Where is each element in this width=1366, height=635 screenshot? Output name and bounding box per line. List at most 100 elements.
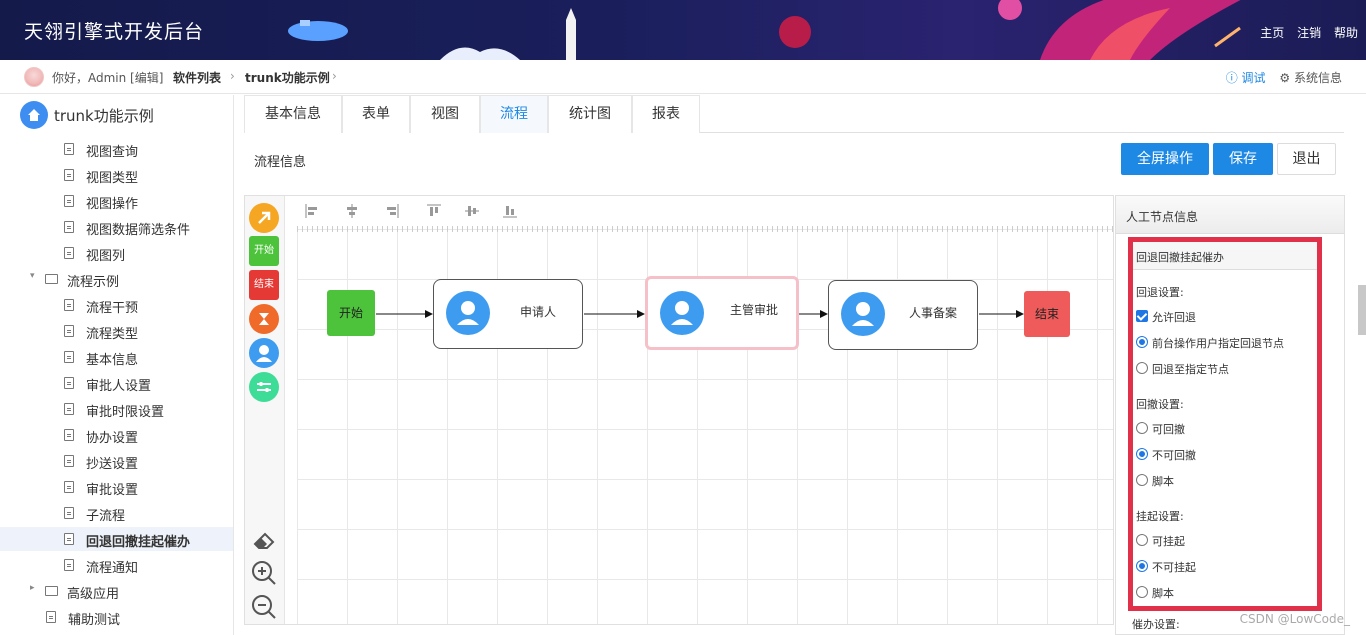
tab-stat-chart[interactable]: 统计图	[548, 95, 632, 133]
sidebar-item-label: 子流程	[86, 509, 126, 524]
debug-link[interactable]: ⓘ 调试	[1225, 71, 1266, 85]
flow-start-node[interactable]: 开始	[327, 290, 375, 336]
sidebar-item[interactable]: 基本信息	[0, 345, 233, 369]
user-avatar-icon	[660, 291, 704, 335]
exit-button[interactable]: 退出	[1277, 143, 1336, 175]
align-center-icon[interactable]	[345, 204, 359, 218]
end-node-tool[interactable]: 结束	[249, 270, 279, 300]
arrow-tool-icon[interactable]	[249, 203, 279, 233]
fullscreen-button[interactable]: 全屏操作	[1121, 143, 1209, 175]
node-properties-panel: 人工节点信息 回退回撤挂起催办 回退设置: 允许回退 前台操作用户指定回退节点 …	[1115, 195, 1345, 635]
align-left-icon[interactable]	[305, 204, 319, 218]
sidebar-item-label: 视图查询	[86, 145, 139, 160]
sidebar-item[interactable]: ▾流程示例	[0, 267, 233, 291]
sidebar-item[interactable]: 视图数据筛选条件	[0, 215, 233, 239]
flow-canvas[interactable]	[297, 196, 1113, 624]
sidebar-item[interactable]: 辅助测试	[0, 605, 233, 629]
flow-designer: 开始 结束 开始	[244, 195, 1114, 625]
help-link[interactable]: 帮助	[1333, 26, 1358, 40]
tab-view[interactable]: 视图	[410, 95, 480, 133]
document-icon	[64, 481, 74, 493]
node-name: 人事备案	[909, 306, 958, 320]
info-icon: ⓘ	[1225, 71, 1238, 85]
home-link[interactable]: 主页	[1260, 26, 1285, 40]
align-right-icon[interactable]	[385, 204, 399, 218]
eraser-icon[interactable]	[249, 524, 279, 554]
tab-bar: 基本信息 表单 视图 流程 统计图 报表	[244, 95, 1344, 133]
sidebar-item[interactable]: ▸高级应用	[0, 579, 233, 603]
section-title: 流程信息	[254, 155, 307, 170]
align-bottom-icon[interactable]	[503, 204, 517, 218]
sidebar-item[interactable]: 审批时限设置	[0, 397, 233, 421]
sidebar-item[interactable]: 视图类型	[0, 163, 233, 187]
expand-arrow-icon[interactable]: ▾	[30, 271, 35, 281]
document-icon	[64, 429, 74, 441]
flow-node-manager[interactable]: 主管审批	[645, 276, 799, 350]
sidebar-item[interactable]: 子流程	[0, 501, 233, 525]
user-avatar-icon	[841, 292, 885, 336]
sidebar-item-label: 协办设置	[86, 431, 139, 446]
align-middle-icon[interactable]	[465, 204, 479, 218]
start-node-tool[interactable]: 开始	[249, 236, 279, 266]
sidebar-item[interactable]: 视图操作	[0, 189, 233, 213]
sidebar-item-label: 视图类型	[86, 171, 139, 186]
flow-node-hr[interactable]: 人事备案	[828, 280, 978, 350]
collapse-arrow-icon[interactable]: ▸	[30, 583, 35, 593]
system-info-link[interactable]: ⚙ 系统信息	[1279, 71, 1342, 85]
folder-icon	[45, 586, 58, 596]
sidebar-item-label: 审批人设置	[86, 379, 152, 394]
tab-flow[interactable]: 流程	[480, 95, 548, 133]
sidebar-item-label: 流程通知	[86, 561, 139, 576]
panel-header: 人工节点信息	[1116, 196, 1344, 234]
tab-form[interactable]: 表单	[342, 95, 410, 133]
sidebar: trunk功能示例 视图查询视图类型视图操作视图数据筛选条件视图列▾流程示例流程…	[0, 95, 234, 635]
user-task-tool-icon[interactable]	[249, 338, 279, 368]
document-icon	[64, 351, 74, 363]
align-top-icon[interactable]	[427, 204, 441, 218]
save-button[interactable]: 保存	[1213, 143, 1273, 175]
sidebar-item[interactable]: 流程类型	[0, 319, 233, 343]
sidebar-item[interactable]: 视图查询	[0, 137, 233, 161]
tab-basic-info[interactable]: 基本信息	[244, 95, 342, 133]
avatar[interactable]	[24, 67, 44, 87]
sidebar-item[interactable]: 抄送设置	[0, 449, 233, 473]
sidebar-item-label: 抄送设置	[86, 457, 139, 472]
sidebar-item[interactable]: 审批设置	[0, 475, 233, 499]
window-scrollbar[interactable]	[1358, 285, 1366, 335]
top-links: 主页 注销 帮助	[1251, 24, 1358, 41]
sidebar-item[interactable]: 视图列	[0, 241, 233, 265]
document-icon	[64, 455, 74, 467]
sidebar-root[interactable]: trunk功能示例	[54, 107, 154, 125]
rollback-label: 回退设置:	[1136, 286, 1184, 299]
sidebar-item[interactable]: 协办设置	[0, 423, 233, 447]
align-toolbar	[297, 196, 1113, 226]
gear-icon: ⚙	[1279, 71, 1291, 85]
logout-link[interactable]: 注销	[1297, 26, 1322, 40]
zoom-out-icon[interactable]	[249, 592, 279, 622]
flow-node-applicant[interactable]: 申请人	[433, 279, 583, 349]
timer-tool-icon[interactable]	[249, 304, 279, 334]
document-icon	[64, 377, 74, 389]
folder-icon	[45, 274, 58, 284]
tool-palette: 开始 结束	[245, 196, 285, 624]
sidebar-item[interactable]: 审批人设置	[0, 371, 233, 395]
breadcrumb-chevron-icon: ›	[332, 69, 337, 83]
sidebar-item-label: 视图数据筛选条件	[86, 223, 191, 238]
user-greeting[interactable]: 你好，Admin [编辑]	[52, 71, 164, 85]
urge-label: 催办设置:	[1132, 618, 1180, 631]
sidebar-item[interactable]: 流程通知	[0, 553, 233, 577]
sidebar-item[interactable]: 流程干预	[0, 293, 233, 317]
breadcrumb-software-list[interactable]: 软件列表	[173, 71, 222, 85]
home-icon[interactable]	[20, 101, 48, 129]
document-icon	[64, 221, 74, 233]
sidebar-item[interactable]: 回退回撤挂起催办	[0, 527, 233, 551]
flow-end-node[interactable]: 结束	[1024, 291, 1070, 337]
zoom-in-icon[interactable]	[249, 558, 279, 588]
settings-tool-icon[interactable]	[249, 372, 279, 402]
breadcrumb-app[interactable]: trunk功能示例	[245, 71, 330, 85]
tab-report[interactable]: 报表	[632, 95, 700, 133]
node-name: 申请人	[520, 305, 557, 319]
sidebar-item-label: 视图列	[86, 249, 126, 264]
document-icon	[64, 169, 74, 181]
user-avatar-icon	[446, 291, 490, 335]
